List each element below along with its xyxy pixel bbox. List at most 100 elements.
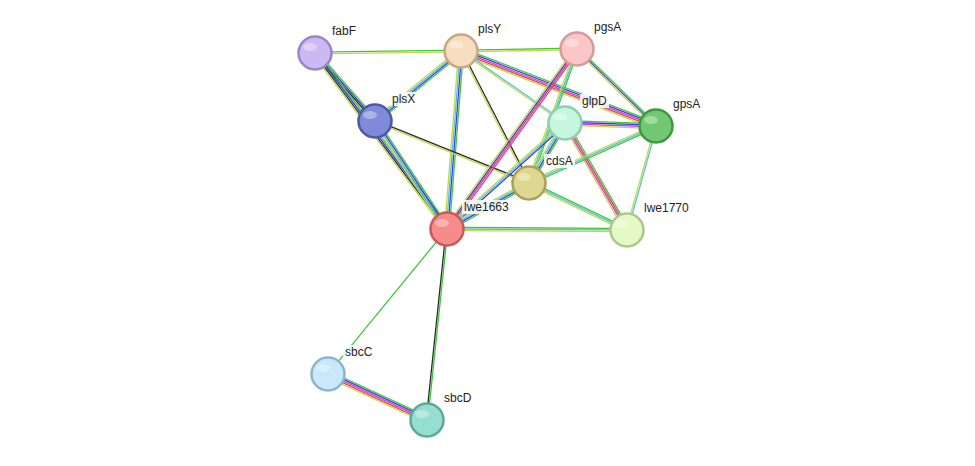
evidence-line — [582, 126, 639, 128]
node-circle — [547, 105, 583, 141]
interaction-edge — [332, 50, 444, 53]
interaction-edge — [324, 64, 365, 110]
protein-node: gpsA — [638, 108, 674, 144]
interaction-edge — [464, 227, 610, 231]
evidence-line — [323, 68, 435, 217]
evidence-line — [460, 134, 553, 217]
interaction-edge — [428, 246, 446, 403]
protein-node: sbcC — [310, 356, 346, 392]
evidence-line — [464, 228, 610, 230]
evidence-line — [468, 66, 520, 168]
evidence-line — [390, 64, 450, 113]
node-highlight — [615, 220, 629, 228]
evidence-line — [574, 137, 619, 215]
interaction-edge — [342, 378, 413, 415]
node-circle-shape — [359, 105, 392, 138]
evidence-line — [430, 246, 446, 403]
evidence-line — [544, 192, 611, 224]
evidence-line — [389, 62, 449, 111]
node-highlight — [303, 43, 317, 51]
node-label: fabF — [330, 24, 358, 38]
node-circle — [409, 402, 445, 438]
protein-node: lwe1663 — [429, 211, 465, 247]
node-circle-shape — [640, 110, 673, 143]
node-label: pgsA — [592, 20, 623, 34]
evidence-line — [387, 60, 447, 109]
evidence-line — [446, 68, 457, 212]
node-circle-shape — [431, 213, 464, 246]
evidence-line — [462, 192, 514, 221]
interaction-edge — [544, 189, 613, 224]
node-label: lwe1663 — [462, 200, 511, 214]
evidence-line — [451, 68, 462, 212]
evidence-line — [461, 136, 554, 219]
node-circle — [429, 211, 465, 247]
evidence-line — [428, 246, 444, 403]
node-highlight — [517, 173, 531, 181]
node-circle — [511, 165, 547, 201]
interaction-edge — [390, 127, 513, 178]
node-highlight — [644, 116, 658, 124]
evidence-line — [391, 127, 513, 176]
node-label: plsX — [390, 92, 417, 106]
interaction-edge — [475, 60, 552, 114]
protein-node: pgsA — [559, 31, 595, 67]
evidence-line — [382, 136, 435, 216]
node-label: cdsA — [544, 154, 575, 168]
interaction-edge — [461, 189, 516, 223]
node-circle-shape — [445, 35, 478, 68]
evidence-line — [388, 61, 448, 110]
evidence-line — [544, 190, 611, 222]
node-circle-shape — [411, 404, 444, 437]
evidence-line — [461, 189, 513, 218]
evidence-line — [390, 128, 512, 177]
interaction-edge — [478, 48, 560, 51]
node-label: glpD — [580, 94, 609, 108]
evidence-line — [478, 50, 560, 51]
evidence-line — [325, 67, 437, 216]
interaction-edge — [382, 134, 439, 216]
protein-node: sbcD — [409, 402, 445, 438]
interaction-edge — [468, 66, 522, 169]
evidence-line — [343, 381, 411, 413]
node-circle-shape — [299, 37, 332, 70]
node-highlight — [565, 39, 579, 47]
node-circle — [443, 33, 479, 69]
evidence-line — [464, 230, 610, 232]
evidence-line — [448, 68, 459, 212]
evidence-line — [385, 135, 438, 215]
protein-node: cdsA — [511, 165, 547, 201]
evidence-line — [476, 60, 639, 123]
evidence-line — [339, 242, 436, 361]
protein-node: glpD — [547, 105, 583, 141]
evidence-line — [342, 384, 410, 416]
node-circle-shape — [549, 107, 582, 140]
interaction-edge — [387, 60, 450, 112]
node-label: sbcC — [343, 345, 374, 359]
node-highlight — [449, 41, 463, 49]
interaction-edge — [446, 68, 462, 212]
node-highlight — [415, 410, 429, 418]
node-circle — [297, 35, 333, 71]
interaction-edge — [339, 242, 436, 361]
evidence-line — [464, 227, 610, 229]
protein-node: plsY — [443, 33, 479, 69]
evidence-line — [573, 138, 618, 216]
interaction-edge — [459, 133, 554, 219]
node-label: sbcD — [442, 391, 473, 405]
evidence-line — [576, 137, 621, 215]
evidence-line — [461, 191, 513, 220]
evidence-line — [332, 52, 444, 54]
node-circle — [310, 356, 346, 392]
node-highlight — [316, 364, 330, 372]
node-circle — [559, 31, 595, 67]
protein-node: fabF — [297, 35, 333, 71]
evidence-line — [345, 378, 413, 410]
node-circle-shape — [513, 167, 546, 200]
evidence-line — [343, 383, 411, 415]
evidence-line — [459, 133, 552, 216]
interaction-edge — [582, 121, 639, 128]
evidence-line — [469, 66, 521, 168]
evidence-line — [386, 134, 439, 214]
